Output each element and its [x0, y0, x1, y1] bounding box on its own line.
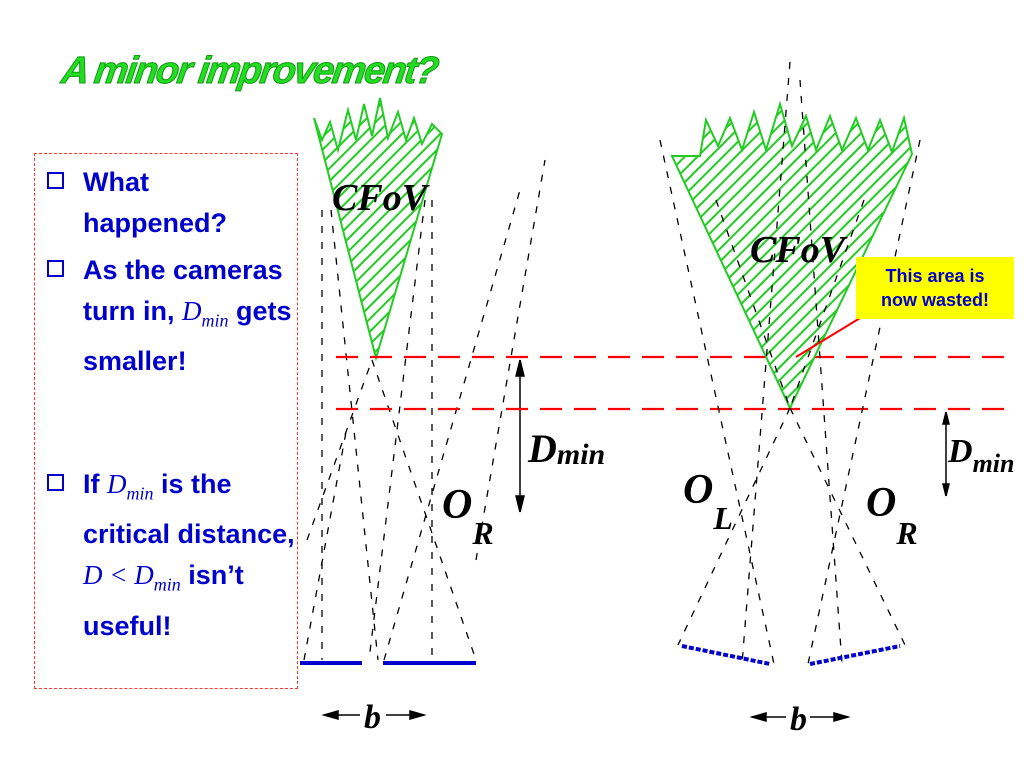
- dmin-reference-lines: [336, 355, 1004, 411]
- left-dmin-arrow: [515, 359, 525, 513]
- left-sensors: [300, 661, 476, 665]
- right-cfov-region: [670, 100, 914, 411]
- checkbox-bullet-icon: [47, 172, 64, 189]
- left-cfov-label: CFoV: [332, 177, 430, 219]
- right-sensors: [681, 644, 901, 666]
- left-dmin-label: Dmin: [527, 426, 605, 471]
- d-less-dmin-symbol: D < Dmin: [83, 560, 181, 595]
- right-dmin-arrow: [942, 411, 950, 497]
- right-baseline-arrow: [749, 712, 851, 722]
- left-diagram: CFoV Dmin OR b: [300, 97, 605, 736]
- checkbox-bullet-icon: [47, 474, 64, 491]
- left-cfov-region: [313, 97, 444, 362]
- bullet-text: As the cameras turn in, Dmin gets smalle…: [83, 255, 292, 377]
- bullet-text: What happened?: [83, 167, 228, 238]
- right-baseline-label: b: [790, 701, 807, 738]
- bullet-text: If Dmin is the critical distance, D < Dm…: [83, 469, 295, 641]
- checkbox-bullet-icon: [47, 260, 64, 277]
- left-baseline-label: b: [364, 699, 381, 736]
- callout-line-2: now wasted!: [880, 290, 989, 310]
- right-or-label: OR: [866, 480, 918, 551]
- wasted-area-callout: This area is now wasted!: [856, 257, 1014, 319]
- right-dmin-label: Dmin: [947, 433, 1014, 478]
- right-camera-rays: [659, 61, 921, 665]
- bullet-box: What happened? As the cameras turn in, D…: [34, 153, 298, 689]
- right-cfov-label: CFoV: [750, 229, 848, 271]
- left-or-label: OR: [442, 482, 494, 551]
- callout-line-1: This area is: [885, 266, 985, 286]
- left-baseline-arrow: [321, 710, 427, 720]
- dmin-symbol: Dmin: [107, 469, 154, 504]
- dmin-symbol: Dmin: [181, 296, 229, 331]
- callout-pointer: [795, 311, 871, 358]
- right-ol-label: OL: [683, 467, 733, 536]
- right-diagram: CFoV Dmin OL OR b: [659, 61, 1014, 738]
